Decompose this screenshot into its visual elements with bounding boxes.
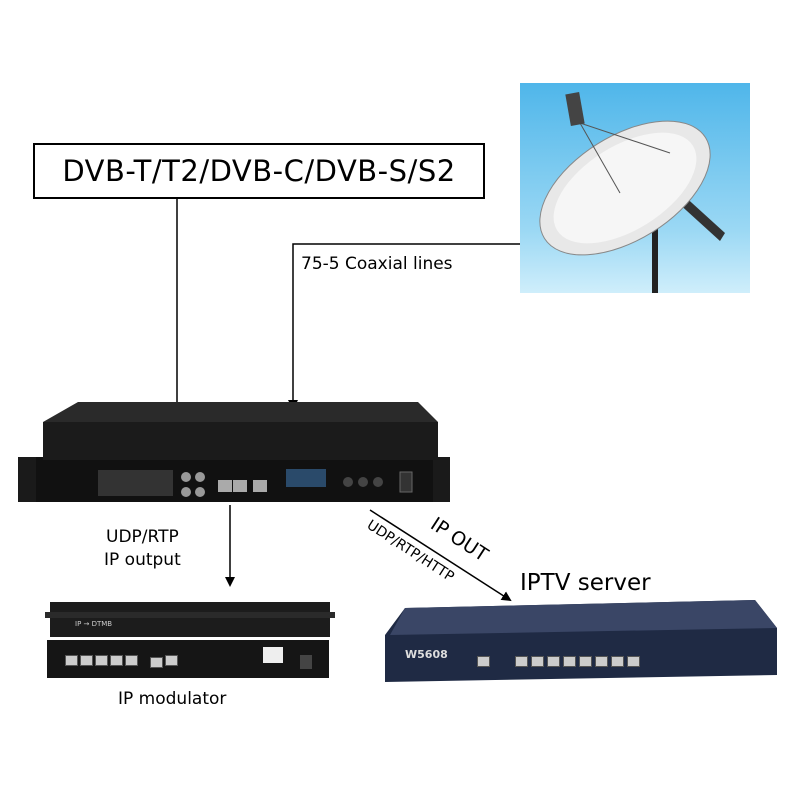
ip-output-line2: IP output — [104, 550, 181, 570]
coax-arrow — [288, 243, 522, 410]
server-model: W5608 — [405, 648, 448, 661]
input-standards-box: DVB-T/T2/DVB-C/DVB-S/S2 — [33, 143, 485, 199]
iptv-server-label: IPTV server — [520, 570, 651, 596]
ip-output-line1: UDP/RTP — [106, 527, 179, 547]
iptv-server-device: W5608 — [385, 600, 777, 682]
satellite-dish-icon — [520, 83, 750, 293]
ip-modulator-device: IP → DTMB — [45, 600, 335, 685]
coax-label: 75-5 Coaxial lines — [301, 254, 453, 274]
modulator-front-text: IP → DTMB — [75, 620, 113, 628]
ip-out-arrow — [369, 509, 512, 602]
ip-modulator-label: IP modulator — [118, 689, 227, 709]
receiver-device — [18, 402, 450, 505]
